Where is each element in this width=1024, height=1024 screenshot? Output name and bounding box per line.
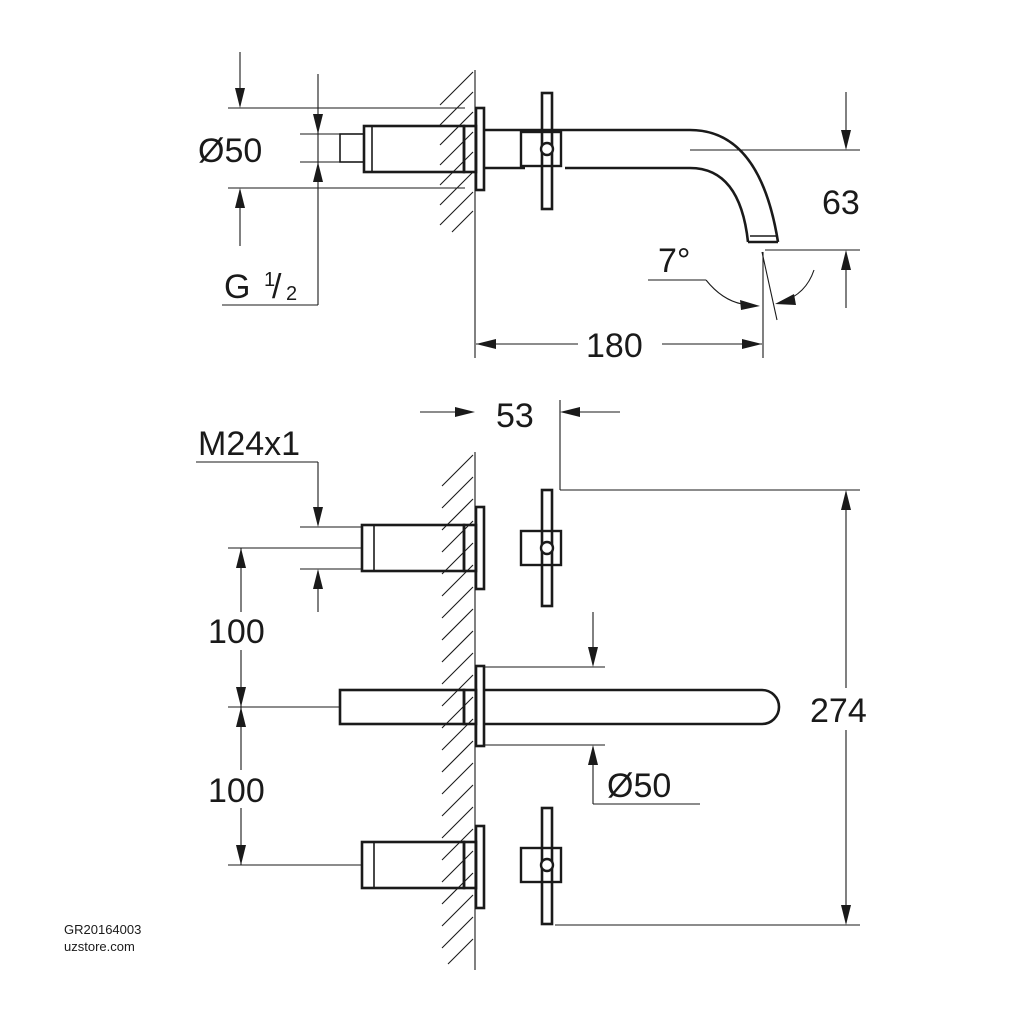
store-name: uzstore.com xyxy=(64,939,135,954)
wall-hatch-bottom xyxy=(441,452,476,970)
handle-projection-label: 53 xyxy=(496,397,534,435)
dim-total-height: 274 xyxy=(555,489,867,926)
wall-hatch-top xyxy=(439,70,476,233)
thread-g-numerator: 1 xyxy=(264,269,275,291)
product-code: GR20164003 xyxy=(64,922,141,937)
dim-handle-projection: 53 xyxy=(420,397,620,490)
cross-handle-top xyxy=(519,91,563,211)
valve-body-top xyxy=(339,124,478,174)
upper-valve xyxy=(360,488,563,608)
dim-thread-g: G 1 / 2 xyxy=(222,268,318,306)
dim-spout-angle: 7° xyxy=(648,242,815,358)
spacing-lower-label: 100 xyxy=(208,772,265,810)
spout xyxy=(484,128,780,244)
dim-outlet-diameter: Ø50 xyxy=(198,52,465,305)
outlet-diameter-label: Ø50 xyxy=(198,132,262,170)
dim-spout-height: 63 xyxy=(690,92,860,308)
lower-valve xyxy=(360,806,563,926)
handle-thread-label: M24x1 xyxy=(198,425,300,463)
spout-plan xyxy=(338,664,781,748)
spacing-upper-label: 100 xyxy=(208,613,265,651)
total-height-label: 274 xyxy=(810,692,867,730)
dim-spout-projection: 180 xyxy=(474,232,762,365)
thread-g-slash: / xyxy=(272,268,282,306)
dim-flange-diameter: Ø50 xyxy=(484,612,700,805)
footer: GR20164003 uzstore.com xyxy=(64,922,141,954)
dim-handle-thread: M24x1 xyxy=(196,425,362,612)
top-side-view: Ø50 G 1 / 2 63 7° xyxy=(198,52,860,365)
flange-diameter-label: Ø50 xyxy=(607,767,671,805)
spout-height-label: 63 xyxy=(822,184,860,222)
thread-g-label: G xyxy=(224,268,250,306)
spout-projection-label: 180 xyxy=(586,327,643,365)
spout-angle-label: 7° xyxy=(658,242,691,280)
dim-valve-spacing: 100 100 xyxy=(208,547,362,866)
thread-g-denominator: 2 xyxy=(286,283,297,305)
flange-top xyxy=(474,106,486,192)
bottom-plan-view: 53 M24x1 100 100 xyxy=(196,397,867,970)
